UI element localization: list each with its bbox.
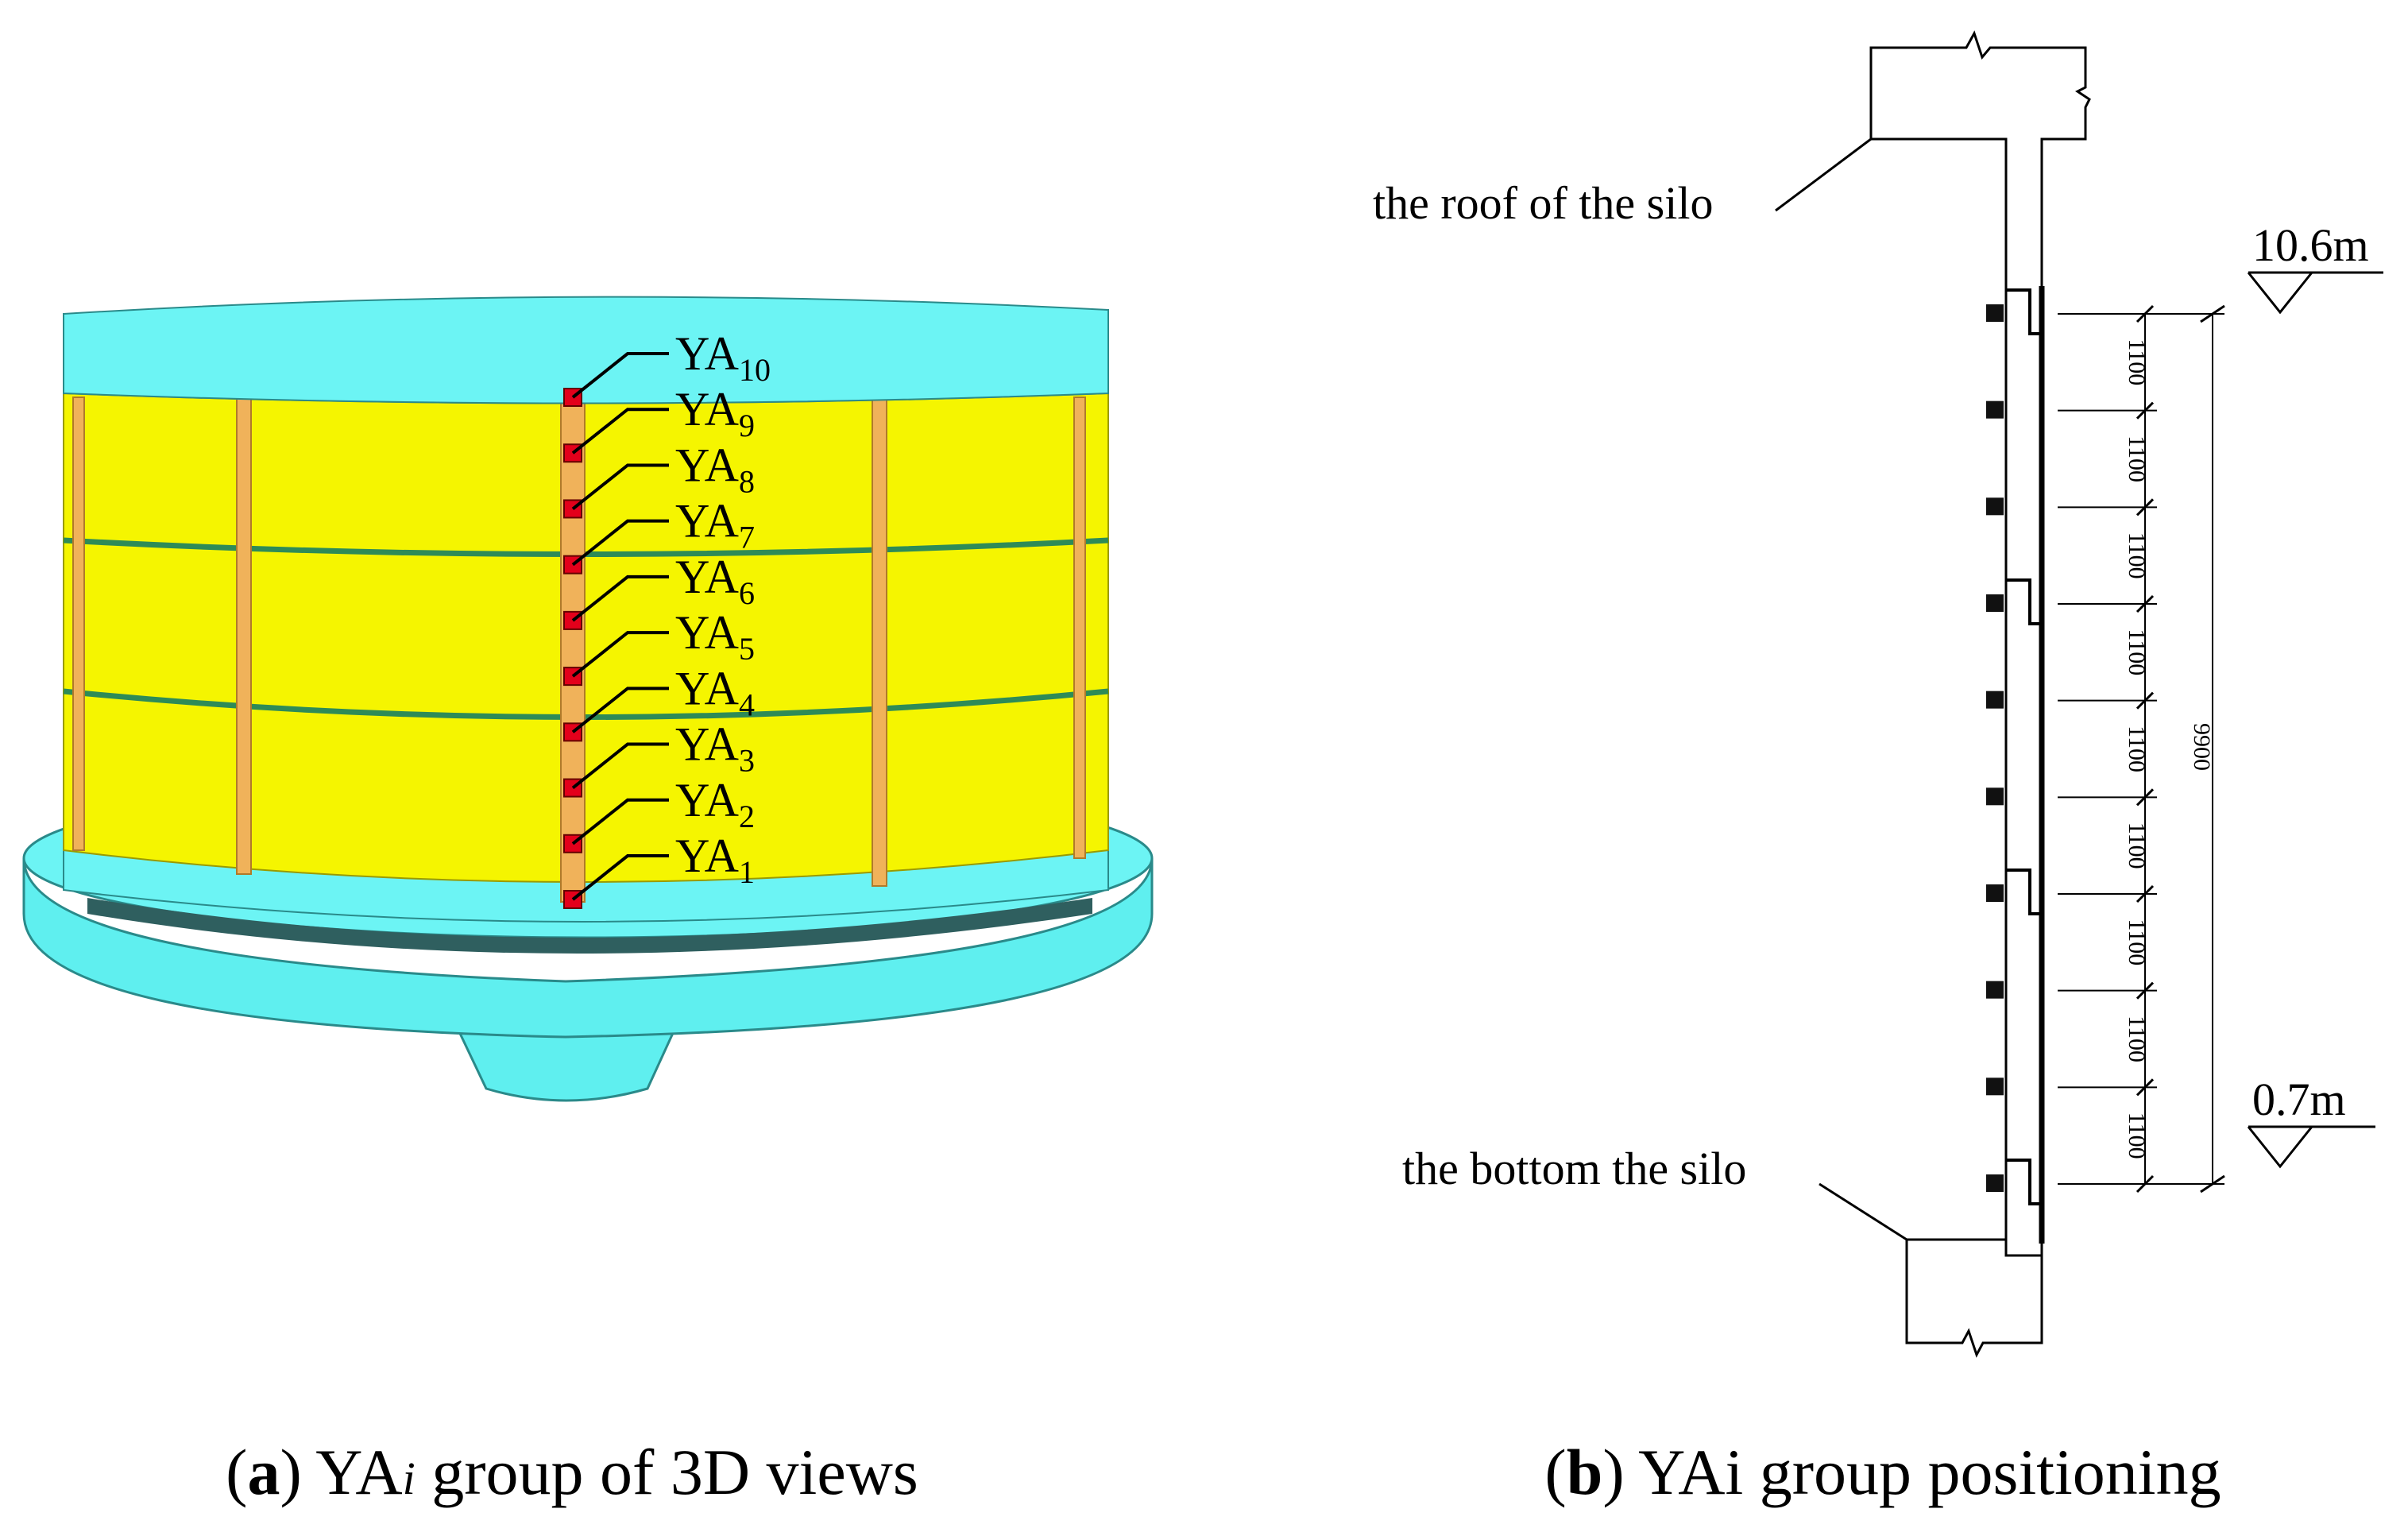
sensor-position-marker [1986, 497, 2004, 516]
panel-b-positioning [1775, 30, 2383, 1358]
sensor-leader-line [571, 574, 669, 622]
sensor-position-marker [1986, 1174, 2004, 1192]
spacing-label: 1100 [2124, 822, 2150, 869]
caption-b-prefix: YAi [1638, 1436, 1743, 1508]
bottom-label: the bottom the silo [1402, 1143, 1746, 1194]
top-ring [63, 296, 1109, 404]
strip-3 [560, 393, 586, 903]
sensor-leader-line [571, 631, 669, 678]
sensor-leader-line [571, 854, 669, 901]
caption-a-rest: group of 3D views [416, 1436, 918, 1508]
base-dark-ring [87, 898, 1092, 954]
sensor-label: YA1 [675, 830, 755, 890]
spacing-label: 1100 [2124, 1112, 2150, 1159]
sensor-position-marker [1986, 691, 2004, 709]
sensor-label: YA2 [675, 774, 755, 834]
strip-4 [872, 389, 887, 887]
roof-label: the roof of the silo [1373, 177, 1713, 229]
silo-wall [63, 392, 1109, 883]
caption-b-rest: group positioning [1743, 1436, 2221, 1508]
top-elevation-marker [2247, 271, 2383, 315]
sensor-position-marker [1986, 981, 2004, 999]
caption-a-italic: i [403, 1453, 416, 1504]
sensor-leader-line [571, 408, 669, 455]
spacing-label: 1100 [2124, 339, 2150, 385]
sensor-leader-line [571, 687, 669, 733]
sensor-label: YA6 [675, 551, 755, 611]
sensor-position-marker [1986, 884, 2004, 902]
spacing-label: 1100 [2124, 1016, 2150, 1062]
strip-2 [236, 397, 252, 875]
roof-leader [1775, 137, 1872, 212]
spacing-label: 1100 [2124, 629, 2150, 675]
segment-joint [2006, 288, 2042, 335]
sensor-leader-line [571, 463, 669, 511]
sensor-label: YA9 [675, 383, 755, 443]
strip-1 [72, 397, 85, 851]
bottom-elevation-label: 0.7m [2252, 1074, 2346, 1125]
spacing-label: 1100 [2124, 725, 2150, 772]
sensor-leader-line [571, 519, 669, 567]
sensor-label: YA4 [675, 662, 755, 722]
top-elevation-label: 10.6m [2252, 219, 2369, 271]
sensor-label: YA8 [675, 439, 755, 499]
sensor-leader-line [571, 352, 669, 399]
caption-a-prefix: YA [315, 1436, 402, 1508]
caption-a: (a) YAi group of 3D views [226, 1436, 918, 1508]
sensor-position-marker [1986, 787, 2004, 806]
bottom-elevation-marker [2247, 1125, 2375, 1169]
caption-a-letter: a [247, 1436, 280, 1508]
sensor-position-marker [1986, 594, 2004, 612]
segment-joint [2006, 1159, 2042, 1205]
base-disc [22, 857, 1154, 1039]
sensor-position-marker [1986, 400, 2004, 419]
bottom-outline [1905, 1238, 2043, 1358]
roof-outline [1869, 30, 2091, 1257]
sensor-label: YA5 [675, 606, 755, 667]
bottom-leader [1819, 1182, 1907, 1241]
segment-joint [2006, 869, 2042, 915]
sensor-position-marker [1986, 1077, 2004, 1096]
strip-5 [1073, 397, 1086, 859]
spacing-label: 1100 [2124, 435, 2150, 482]
sensor-label: YA3 [675, 718, 755, 779]
spacing-labels: 1100 1100 1100 1100 1100 1100 1100 1100 1100 [2124, 339, 2150, 1159]
caption-b-letter: b [1567, 1436, 1603, 1508]
sensor-position-group [1986, 288, 2157, 1205]
sensor-leader-line [571, 798, 669, 845]
caption-b: (b) YAi group positioning [1544, 1436, 2221, 1508]
segment-joint [2006, 578, 2042, 625]
sensor-label: YA7 [675, 495, 755, 555]
sensor-leader-line [571, 742, 669, 790]
sensor-position-marker [1986, 304, 2004, 322]
sensor-label: YA10 [675, 327, 771, 388]
spacing-label: 1100 [2124, 532, 2150, 579]
total-dimension-label: 9900 [2189, 723, 2215, 771]
spacing-label: 1100 [2124, 919, 2150, 965]
